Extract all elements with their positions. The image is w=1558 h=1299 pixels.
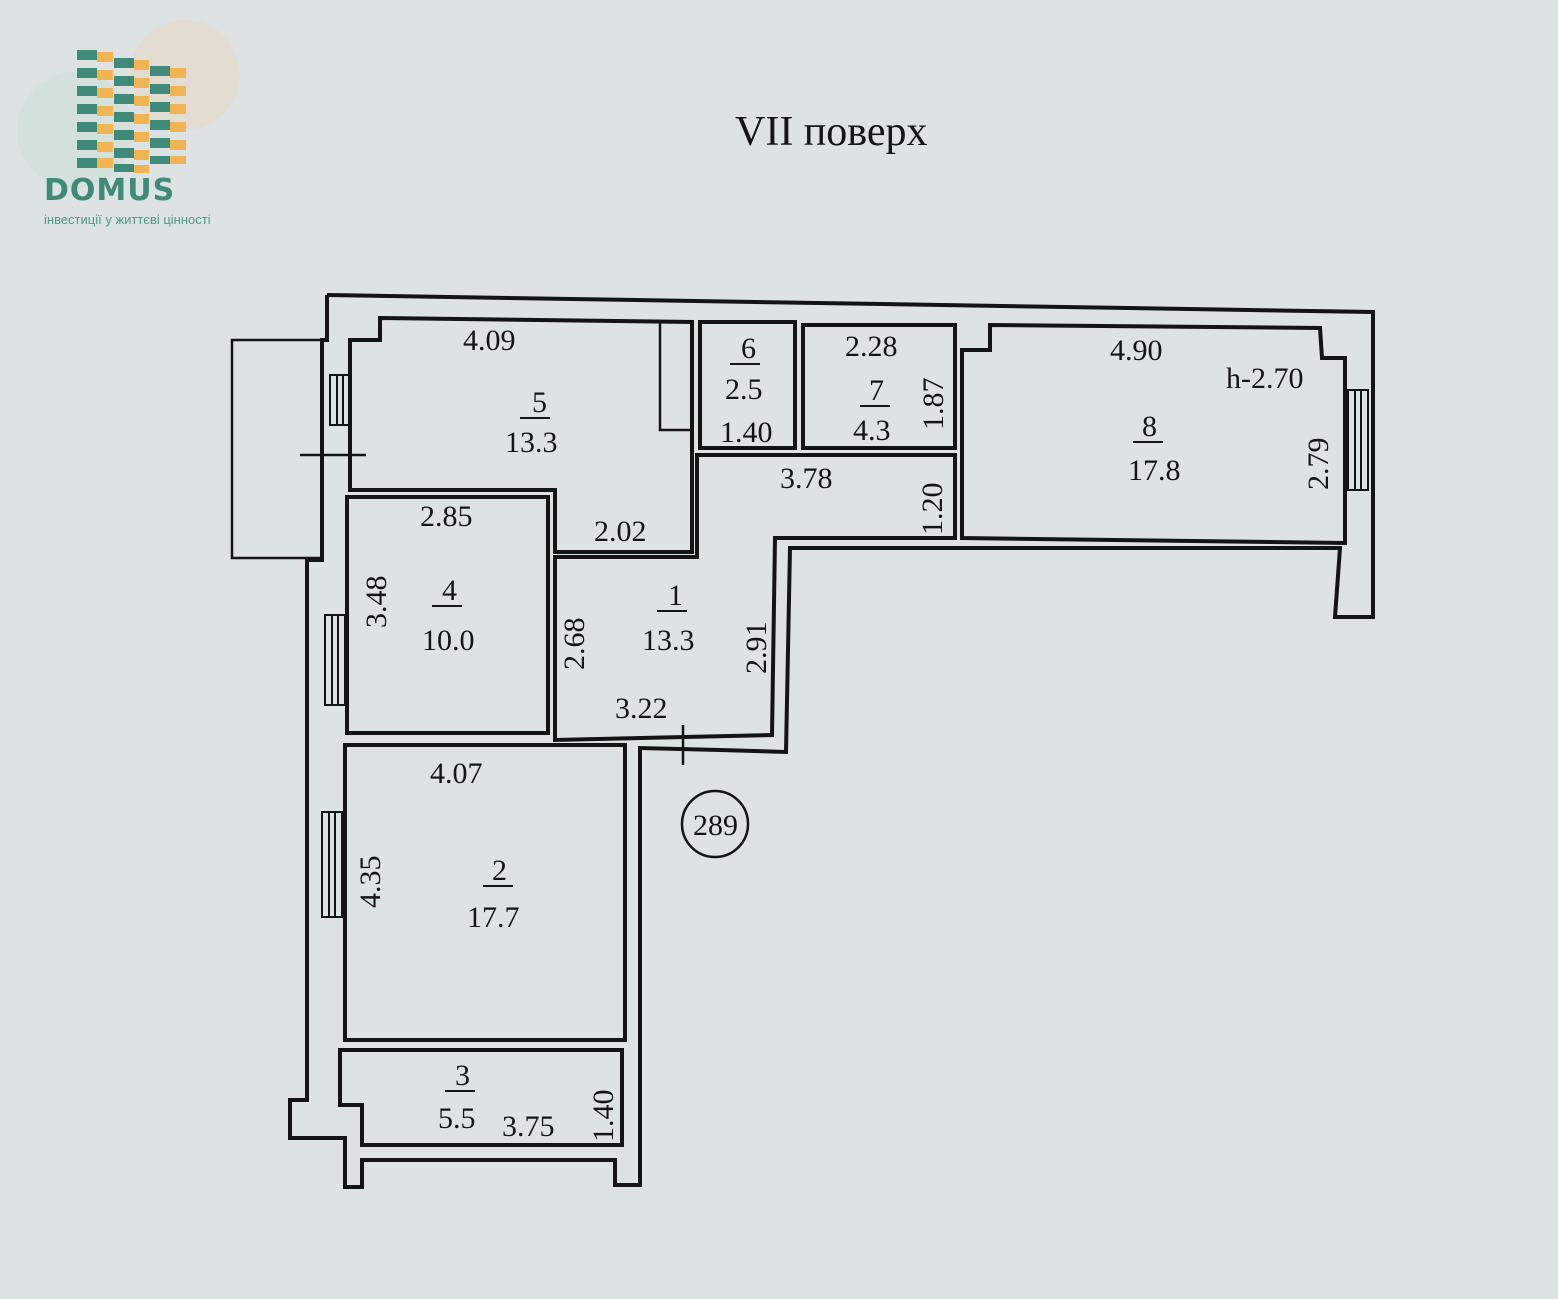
dimension: 4.07 — [430, 757, 483, 790]
dimension: 4.09 — [463, 324, 516, 357]
room-number: 6 — [741, 332, 756, 365]
dimension: 3.22 — [615, 692, 668, 725]
room-number: 4 — [442, 574, 457, 607]
room-area: 5.5 — [438, 1102, 476, 1135]
room-3 — [338, 1048, 624, 1147]
room-7 — [801, 323, 957, 450]
dimension: 1.20 — [916, 483, 949, 536]
room-area: 2.5 — [725, 373, 763, 406]
domus-logo: DOMUS інвестиції у життєві цінності — [17, 20, 240, 227]
dimension-labels: 4.09 2.02 1.40 2.28 1.87 4.90 h-2.70 2.7… — [354, 324, 1335, 1143]
dimension: 1.40 — [587, 1090, 620, 1143]
room-labels: 5 13.3 6 2.5 7 4.3 8 17.8 4 10.0 1 13.3 … — [422, 332, 1181, 1135]
apartment-number-circle — [680, 789, 750, 859]
dimension: 2.85 — [420, 500, 473, 533]
room-number: 1 — [668, 579, 683, 612]
dimension: 3.75 — [502, 1110, 555, 1143]
ceiling-height: h-2.70 — [1226, 362, 1304, 395]
room-number: 7 — [869, 374, 884, 407]
room-number: 5 — [532, 386, 547, 419]
room-area: 13.3 — [505, 426, 558, 459]
dimension: 2.79 — [1302, 438, 1335, 491]
dimension: 4.90 — [1110, 334, 1163, 367]
logo-name: DOMUS — [44, 173, 175, 208]
room-number: 2 — [492, 854, 507, 887]
room-1-hall — [553, 453, 957, 743]
room-number: 8 — [1142, 410, 1157, 443]
dimension: 2.02 — [594, 515, 647, 548]
room-area: 17.7 — [467, 901, 520, 934]
room-2 — [343, 743, 627, 1042]
dimension: 2.91 — [740, 622, 773, 675]
dimension: 3.78 — [780, 462, 833, 495]
room-area: 4.3 — [853, 414, 891, 447]
room-number: 3 — [455, 1059, 470, 1092]
buildings-icon — [77, 50, 186, 173]
room-area: 10.0 — [422, 624, 475, 657]
room-6 — [698, 320, 797, 450]
dimension: 1.87 — [917, 378, 950, 431]
outer-wall — [288, 293, 1375, 1189]
room-area: 13.3 — [642, 624, 695, 657]
floor-title: VII поверх — [735, 109, 928, 155]
logo-tagline: інвестиції у життєві цінності — [44, 212, 211, 227]
room-area: 17.8 — [1128, 454, 1181, 487]
wardrobe — [658, 320, 694, 432]
apartment-number: 289 — [693, 809, 738, 842]
room-4 — [345, 495, 550, 735]
balcony-left — [230, 338, 324, 560]
window-icon — [321, 374, 1369, 918]
dimension: 3.48 — [360, 576, 393, 629]
dimension: 4.35 — [354, 856, 387, 909]
dimension: 2.28 — [845, 330, 898, 363]
room-8 — [960, 322, 1347, 546]
dimension: 2.68 — [558, 618, 591, 671]
dimension: 1.40 — [720, 416, 773, 449]
